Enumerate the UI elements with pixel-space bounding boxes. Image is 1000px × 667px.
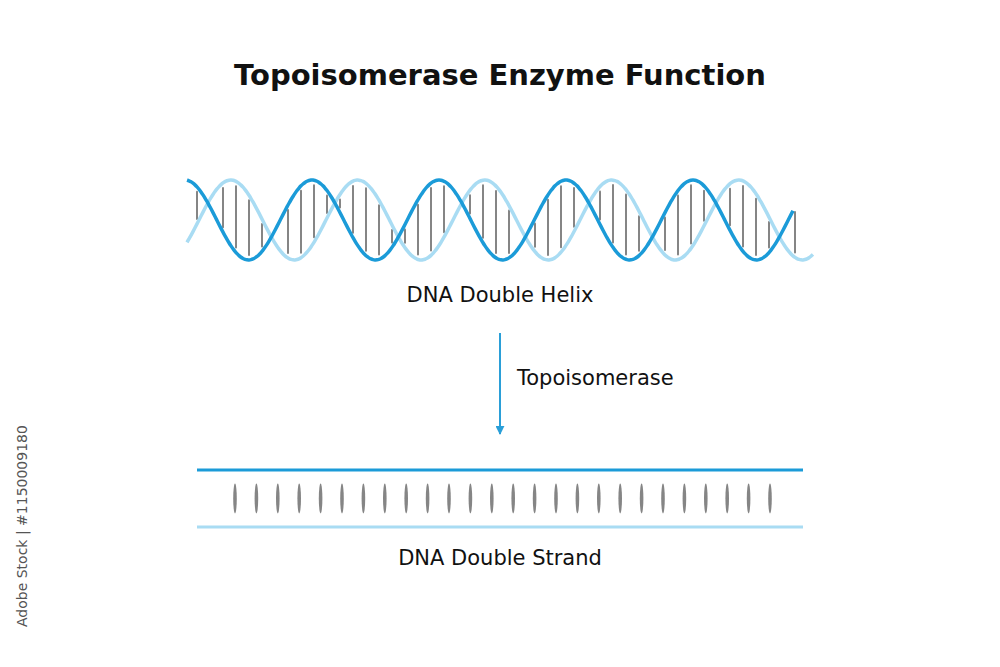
- node-label: DNA Double Helix: [185, 283, 815, 307]
- dna-illustration: [185, 170, 815, 275]
- dna-straight: DNA Double Strand: [185, 460, 815, 570]
- watermark: Adobe Stock | #1150009180: [14, 425, 30, 627]
- base-pairs: [233, 484, 772, 514]
- node-label: DNA Double Strand: [185, 546, 815, 570]
- dna-helix: DNA Double Helix: [185, 170, 815, 307]
- dna-strand: [187, 180, 793, 260]
- diagram-title: Topoisomerase Enzyme Function: [0, 58, 1000, 92]
- process-arrow: [499, 333, 501, 434]
- dna-strand: [197, 469, 803, 472]
- dna-illustration: [185, 460, 815, 538]
- edge-label: Topoisomerase: [515, 366, 676, 390]
- dna-strand: [187, 180, 813, 260]
- dna-strand: [197, 526, 803, 529]
